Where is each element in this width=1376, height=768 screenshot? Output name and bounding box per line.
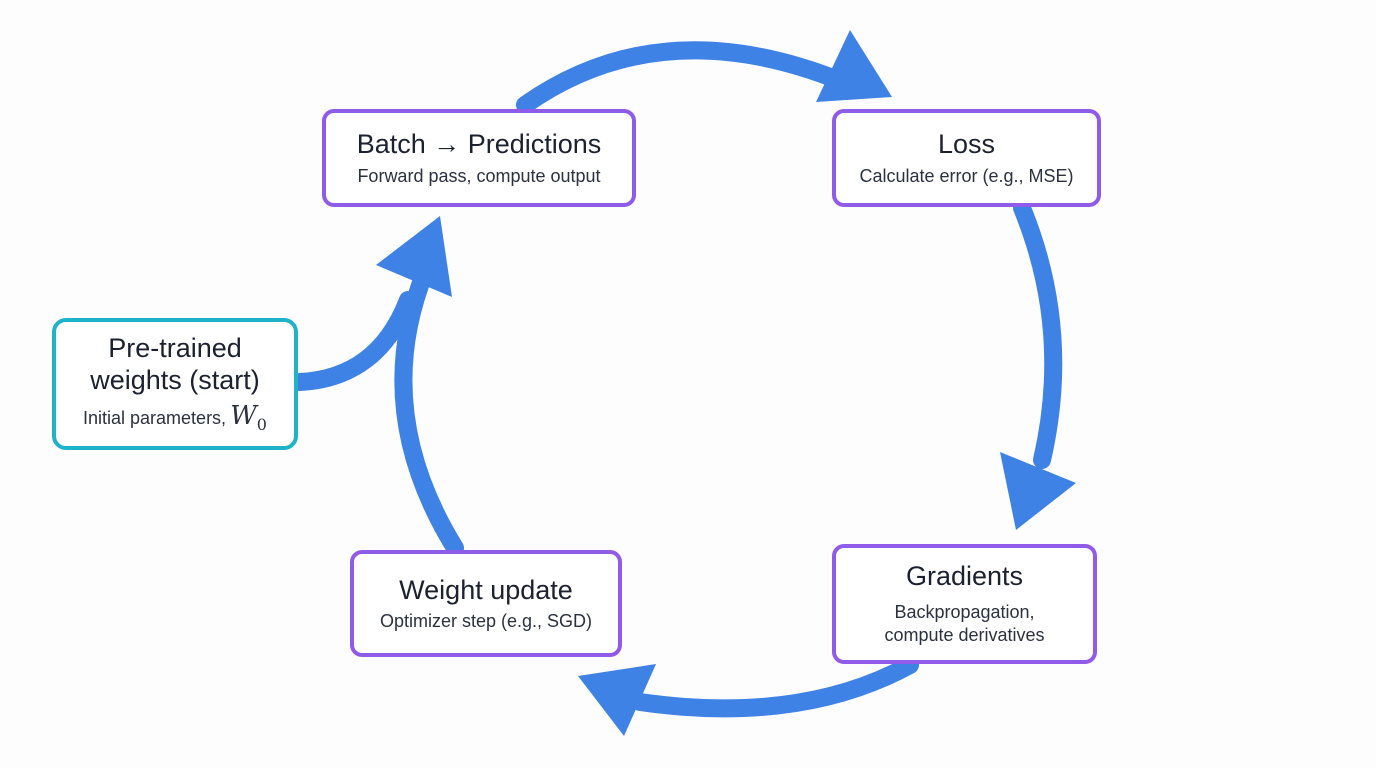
node-start-title-line1: Pre-trained [108,332,242,363]
weight-symbol-letter: W [230,401,257,432]
node-loss-subtitle: Calculate error (e.g., MSE) [859,165,1074,186]
node-weight-update: Weight update Optimizer step (e.g., SGD) [350,550,622,657]
node-gradients: Gradients Backpropagation, compute deriv… [832,544,1097,664]
weight-symbol: W0 [230,401,267,434]
arrow-start-to-loop [291,291,417,391]
node-loss-title: Loss [937,129,996,160]
node-start-title-line2: weights (start) [90,365,260,395]
node-start-subtitle-text: Initial parameters, [83,408,227,429]
node-batch-subtitle: Forward pass, compute output [357,165,601,186]
node-batch-predictions: Batch → Predictions Forward pass, comput… [322,109,636,207]
arrow-head-gradients-to-update [578,664,656,736]
node-gradients-title: Gradients [905,561,1024,592]
node-start-subtitle: Initial parameters,W0 [83,400,267,436]
arrow-head-update-to-batch [376,216,452,297]
arrow-loss-to-gradients [1013,199,1063,469]
node-pretrained-weights: Pre-trained weights (start) Initial para… [52,318,298,450]
node-update-title: Weight update [399,574,573,605]
node-update-subtitle: Optimizer step (e.g., SGD) [379,611,593,631]
arrow-head-batch-to-loss [816,30,892,102]
arrow-batch-to-loss [516,41,847,114]
node-gradients-subtitle-line2: compute derivatives [884,625,1045,646]
node-gradients-subtitle-line1: Backpropagation, [894,601,1035,622]
node-batch-title: Batch → Predictions [356,129,602,160]
arrow-head-loss-to-gradients [1000,452,1076,530]
node-loss: Loss Calculate error (e.g., MSE) [832,109,1101,207]
arrow-gradients-to-update [631,656,919,718]
weight-symbol-subscript: 0 [256,415,267,435]
